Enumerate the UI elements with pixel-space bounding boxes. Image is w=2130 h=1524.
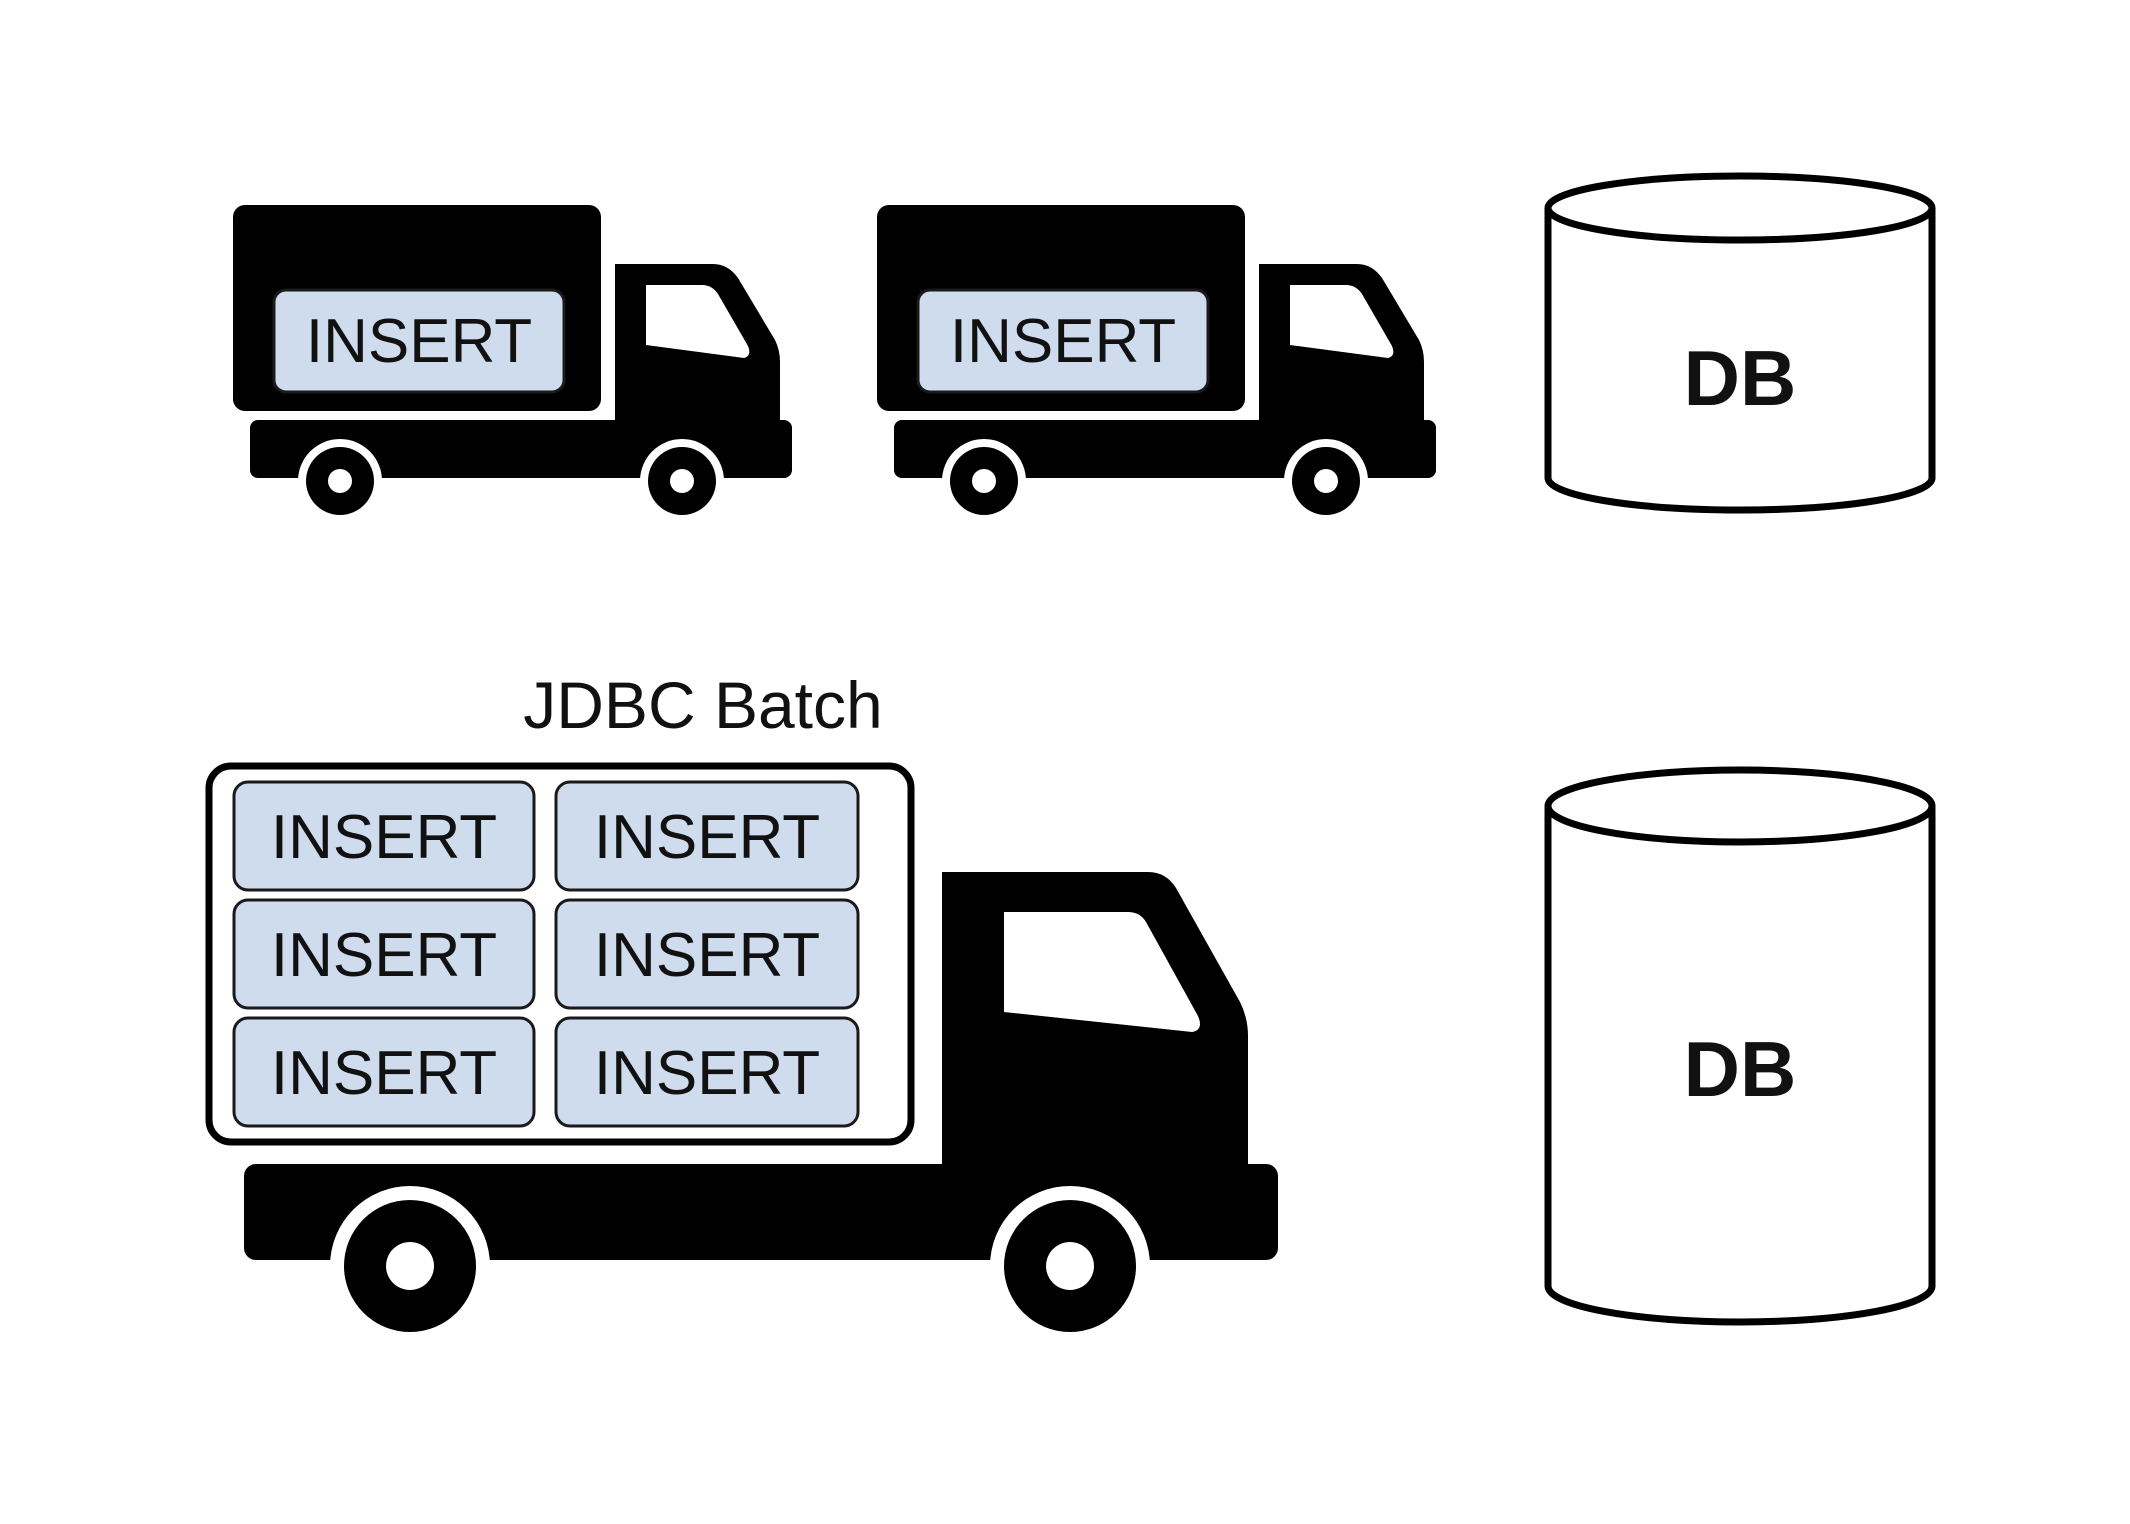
insert-label: INSERT [594,803,820,872]
batch-insert-box-2: INSERT [554,780,860,892]
batch-insert-grid: INSERT INSERT INSERT INSERT INSERT INSER… [232,780,860,1128]
batch-insert-box-3: INSERT [232,898,536,1010]
batch-insert-box-4: INSERT [554,898,860,1010]
truck-2-cab-window [1290,285,1394,358]
batch-truck: INSERT INSERT INSERT INSERT INSERT INSER… [205,762,1278,1346]
batch-truck-cab-window [1004,912,1200,1032]
batch-insert-box-6: INSERT [554,1016,860,1128]
truck-1-cab-window [646,285,750,358]
db-label: DB [1684,1025,1797,1113]
truck-1-insert-box: INSERT [272,288,566,394]
insert-label: INSERT [271,803,497,872]
insert-label: INSERT [271,1039,497,1108]
database-cylinder-top: DB [1544,172,1936,514]
insert-label: INSERT [594,1039,820,1108]
insert-label: INSERT [594,921,820,990]
insert-label: INSERT [306,307,532,376]
insert-label: INSERT [271,921,497,990]
insert-label: INSERT [950,307,1176,376]
batch-insert-box-1: INSERT [232,780,536,892]
truck-2-wheel-rear [942,439,1026,523]
truck-2-insert-box: INSERT [916,288,1210,394]
truck-1-wheel-rear [298,439,382,523]
database-cylinder-bottom: DB [1544,766,1936,1326]
batch-truck-wheel-front [990,1186,1150,1346]
small-truck-2: INSERT [877,205,1436,523]
truck-2-wheel-front [1284,439,1368,523]
truck-1-wheel-front [640,439,724,523]
small-truck-1: INSERT [233,205,792,523]
jdbc-batch-title: JDBC Batch [523,668,882,742]
batch-truck-wheel-rear [330,1186,490,1346]
db-label: DB [1684,334,1797,422]
batch-insert-box-5: INSERT [232,1016,536,1128]
